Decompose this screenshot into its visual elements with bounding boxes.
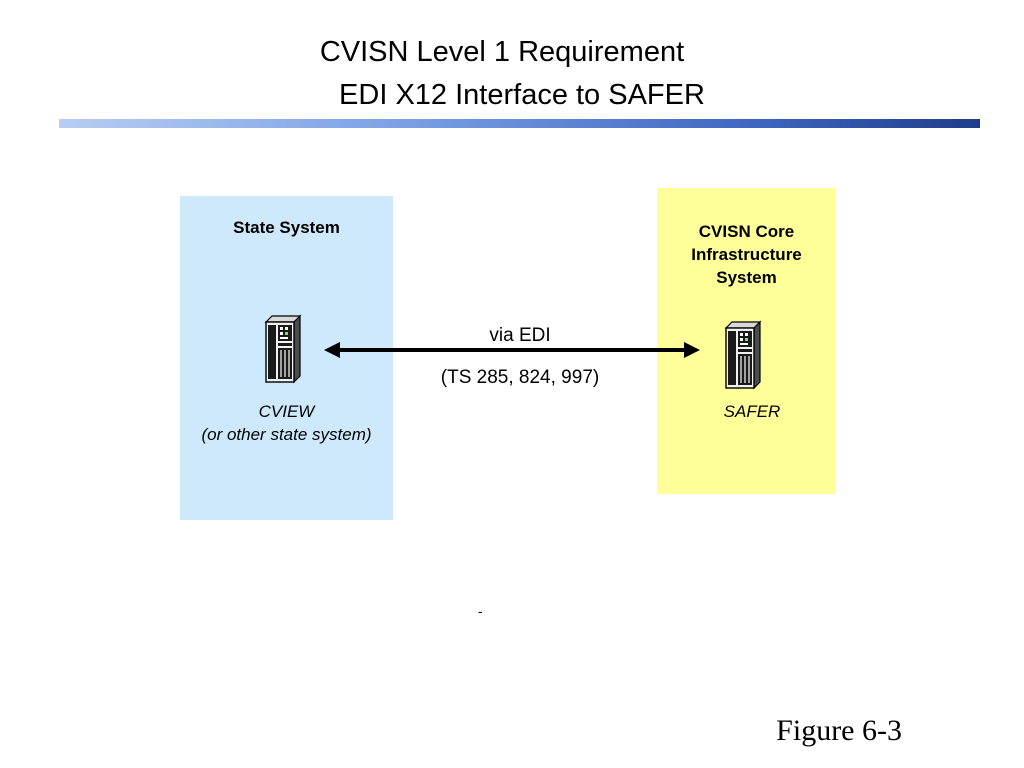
figure-caption: Figure 6-3 [776,714,902,747]
state-system-title: State System [233,218,340,237]
title-underline-bar [59,119,980,128]
stray-dash-mark: - [478,603,483,619]
state-system-label: CVIEW (or other state system) [180,400,393,446]
server-tower-icon [724,320,762,390]
server-tower-icon [264,314,302,384]
state-system-name: CVIEW [258,402,315,421]
slide-title: CVISN Level 1 Requirement [319,36,685,68]
cvisn-core-title-line-3: System [716,268,777,287]
safer-system-label: SAFER [657,400,847,423]
safer-system-name: SAFER [723,402,781,421]
state-system-note: (or other state system) [201,425,372,444]
slide-subtitle: EDI X12 Interface to SAFER [339,79,705,111]
connection-label: via EDI [489,325,551,346]
cvisn-core-title-line-1: CVISN Core [698,222,795,241]
cvisn-core-title-line-2: Infrastructure [691,245,802,264]
cvisn-core-title: CVISN Core Infrastructure System [657,220,836,289]
transaction-sets-label: (TS 285, 824, 997) [440,367,600,388]
double-headed-arrow-icon [324,342,700,358]
